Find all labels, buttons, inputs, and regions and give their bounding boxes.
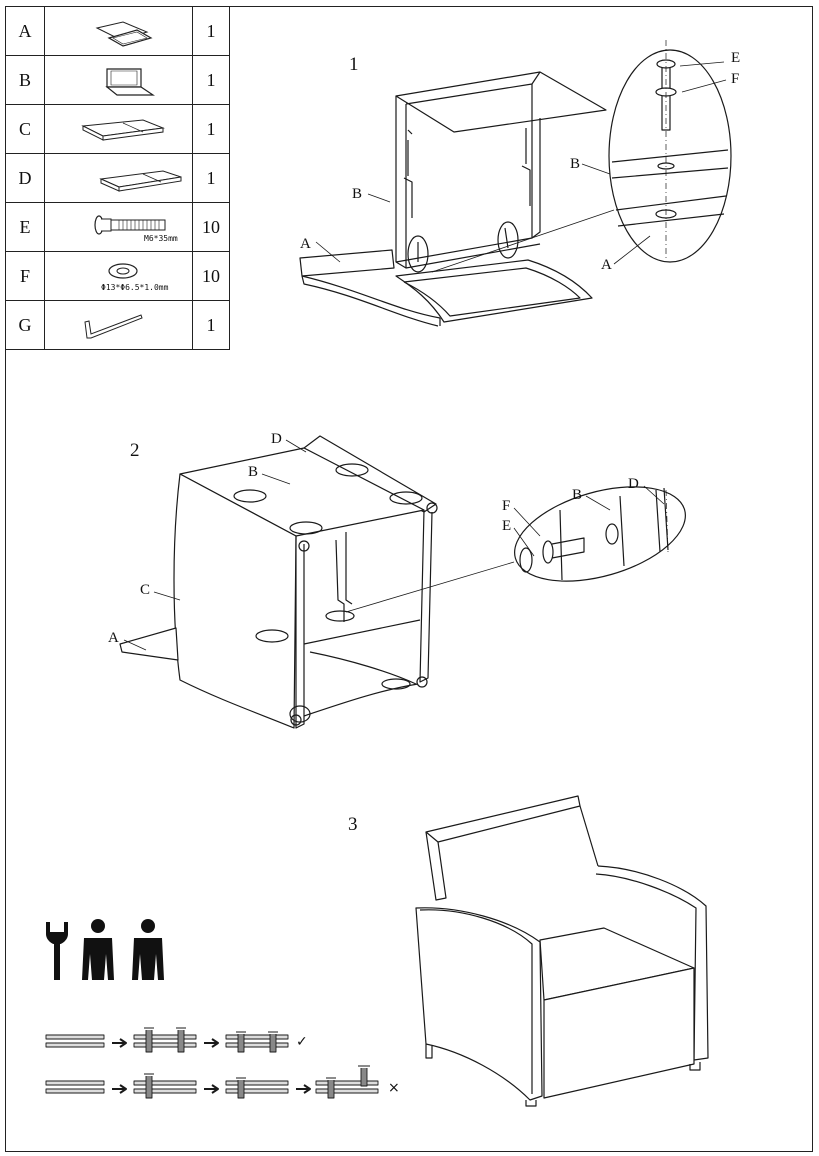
part-qty: 10 — [192, 202, 230, 252]
parts-row-f: F Φ13*Φ6.5*1.0mm 10 — [5, 251, 230, 301]
washer-spec: Φ13*Φ6.5*1.0mm — [101, 283, 169, 292]
callout-label: E — [502, 518, 512, 534]
callout-label: A — [108, 630, 119, 646]
part-letter: D — [5, 153, 45, 203]
step3-finished-chair — [415, 795, 709, 1107]
callout-label: F — [502, 498, 511, 514]
part-letter: G — [5, 300, 45, 350]
step1-assembly — [299, 40, 732, 327]
part-b-illustration — [44, 55, 193, 105]
callout-label: B — [572, 487, 583, 503]
part-a-illustration — [44, 6, 193, 56]
step-number: 1 — [349, 54, 359, 75]
callout-label: F — [731, 71, 740, 87]
tool-and-people-icons — [46, 919, 164, 980]
part-letter: C — [5, 104, 45, 154]
callout-label: A — [300, 236, 311, 252]
part-qty: 1 — [192, 104, 230, 154]
part-qty: 10 — [192, 251, 230, 301]
correct-sequence — [45, 1027, 289, 1053]
part-letter: F — [5, 251, 45, 301]
correct-mark: ✓ — [296, 1034, 308, 1050]
callout-label: B — [570, 156, 581, 172]
parts-row-a: A 1 — [5, 6, 230, 56]
parts-table: A 1 B 1 C — [5, 6, 230, 350]
callout-label: D — [628, 476, 639, 492]
callout-label: A — [601, 257, 612, 273]
incorrect-sequence — [45, 1065, 379, 1099]
incorrect-mark: × — [388, 1080, 400, 1096]
step-number: 2 — [130, 440, 140, 461]
bolt-spec: M6*35mm — [144, 234, 178, 243]
washer-illustration: Φ13*Φ6.5*1.0mm — [44, 251, 193, 301]
callout-label: D — [271, 431, 282, 447]
callout-label: B — [248, 464, 259, 480]
part-letter: E — [5, 202, 45, 252]
step-number: 3 — [348, 814, 358, 835]
tightening-guide — [45, 1027, 379, 1099]
step2-assembly — [119, 435, 686, 729]
page-frame — [5, 6, 813, 1152]
callout-label: B — [352, 186, 363, 202]
part-qty: 1 — [192, 153, 230, 203]
parts-row-g: G 1 — [5, 300, 230, 350]
bolt-illustration: M6*35mm — [44, 202, 193, 252]
callout-label: E — [731, 50, 741, 66]
parts-row-e: E M6*35mm 10 — [5, 202, 230, 252]
part-qty: 1 — [192, 300, 230, 350]
hex-key-illustration — [44, 300, 193, 350]
callout-label: C — [140, 582, 151, 598]
